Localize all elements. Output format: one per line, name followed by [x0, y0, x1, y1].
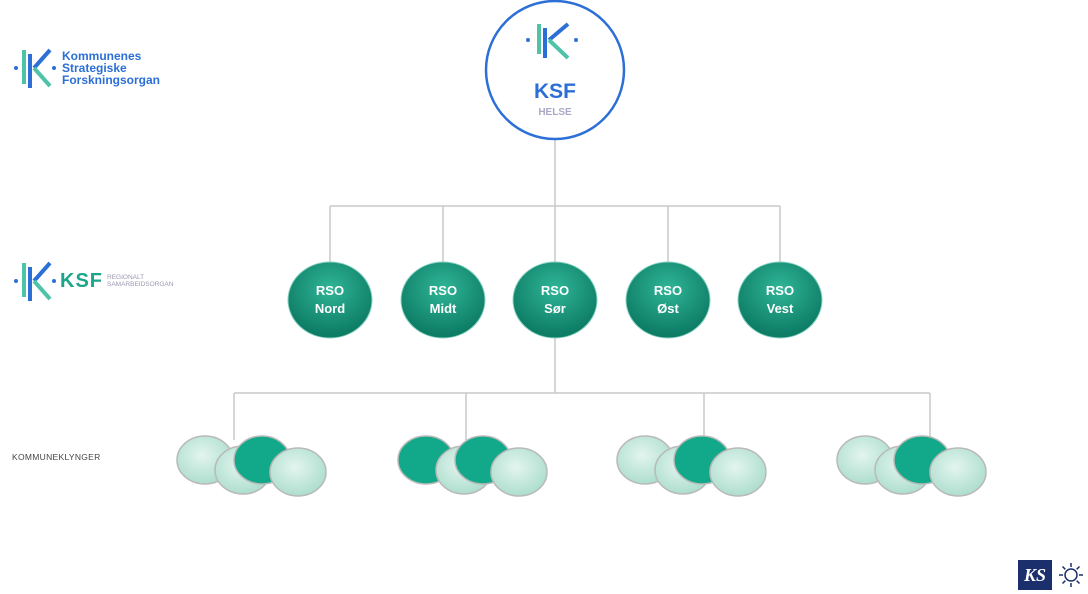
ksf-k-logo-icon	[526, 22, 578, 60]
header-logo-line: Forskningsorgan	[62, 73, 161, 87]
rso-node-ost: RSO Øst	[625, 261, 711, 339]
top-node-ksf-helse: KSF HELSE	[484, 0, 626, 141]
header-logo: Kommunenes Strategiske Forskningsorgan	[12, 44, 160, 92]
rso-node-line1: RSO	[541, 283, 569, 298]
rso-node-sor: RSO Sør	[512, 261, 598, 339]
rso-node-line1: RSO	[429, 283, 457, 298]
rso-node-line1: RSO	[766, 283, 794, 298]
top-node-acronym: KSF	[534, 80, 576, 103]
ks-logo: KS	[1018, 560, 1052, 590]
regional-logo-subline: SAMARBEIDSORGAN	[107, 281, 174, 288]
cluster-1	[176, 435, 327, 497]
ks-logo-text: KS	[1023, 564, 1047, 585]
cluster-3	[616, 435, 767, 497]
rso-node-vest: RSO Vest	[737, 261, 823, 339]
regional-logo-acronym: KSF	[60, 269, 103, 292]
cluster-4	[836, 435, 987, 497]
rso-node-line2: Øst	[657, 301, 679, 316]
rso-node-nord: RSO Nord	[287, 261, 373, 339]
header-logo-line: Strategiske	[62, 61, 127, 75]
rso-node-line2: Nord	[315, 301, 345, 316]
cluster-row	[176, 435, 987, 497]
regional-logo-subline: REGIONALT	[107, 274, 145, 281]
rso-row: RSO Nord RSO Midt RSO Sør RSO Øst RSO Ve…	[287, 261, 823, 339]
rso-node-line2: Sør	[544, 301, 566, 316]
rso-node-line1: RSO	[654, 283, 682, 298]
header-logo-line: Kommunenes	[62, 49, 142, 63]
regional-logo: KSF REGIONALT SAMARBEIDSORGAN	[12, 258, 173, 304]
ksf-k-logo-icon	[14, 48, 56, 88]
rso-node-line2: Midt	[430, 301, 457, 316]
top-node-subtitle: HELSE	[538, 107, 572, 118]
sun-emblem-icon	[1059, 563, 1083, 587]
connector-lines	[233, 127, 931, 440]
rso-node-line2: Vest	[767, 301, 794, 316]
kommuneklynger-label: KOMMUNEKLYNGER	[12, 452, 101, 462]
cluster-2	[397, 435, 548, 497]
rso-node-midt: RSO Midt	[400, 261, 486, 339]
rso-node-line1: RSO	[316, 283, 344, 298]
ksf-k-logo-icon	[14, 261, 56, 301]
